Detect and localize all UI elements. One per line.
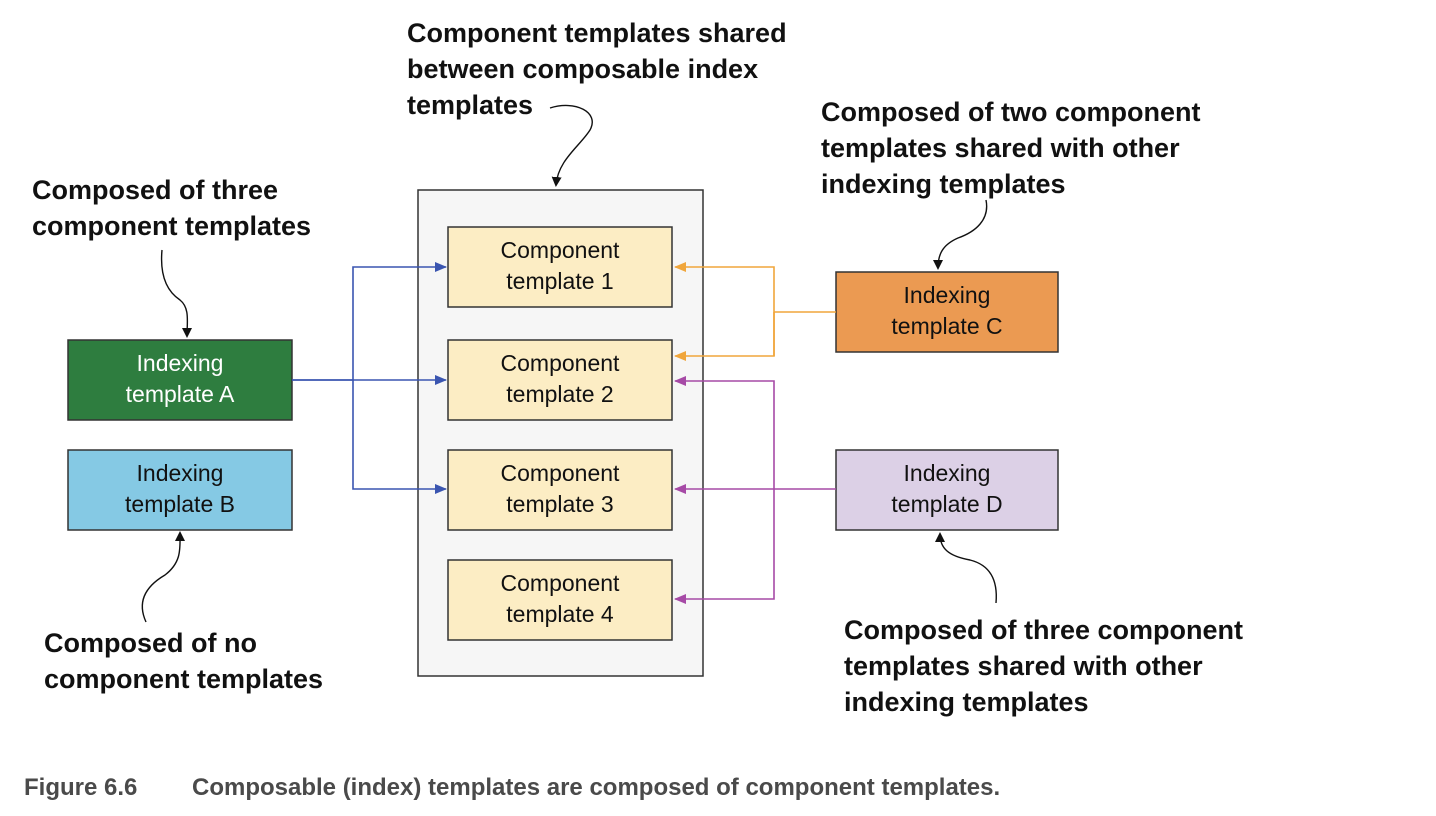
indexing-template-d-line2: template D: [891, 491, 1002, 517]
annotation-d-arrow: [935, 532, 997, 604]
component-template-4-line1: Component: [501, 570, 621, 596]
annotation-shared: Component templates shared between compo…: [407, 18, 787, 187]
annotation-shared-line1: Component templates shared: [407, 18, 787, 48]
component-template-3: Component template 3: [447, 449, 673, 531]
indexing-template-d-box: [835, 449, 1059, 531]
annotation-c-line3: indexing templates: [821, 169, 1066, 199]
annotation-a-line2: component templates: [32, 211, 311, 241]
connector-d-to-ct4: [674, 489, 775, 604]
annotation-template-b: Composed of no component templates: [44, 531, 323, 694]
template-d-connectors: [674, 376, 836, 604]
annotation-a-line1: Composed of three: [32, 175, 278, 205]
annotation-a-arrow: [160, 249, 193, 338]
annotation-template-d: Composed of three component templates sh…: [844, 532, 1243, 717]
annotation-d-line1: Composed of three component: [844, 615, 1243, 645]
indexing-template-c-line1: Indexing: [904, 282, 991, 308]
indexing-template-b-box: [67, 449, 293, 531]
annotation-shared-line2: between composable index: [407, 54, 758, 84]
annotation-c-arrow: [933, 199, 988, 270]
component-template-2: Component template 2: [447, 339, 673, 421]
indexing-template-a-box: [67, 339, 293, 421]
caption-text: Composable (index) templates are compose…: [192, 774, 1000, 801]
figure-caption: Figure 6.6 Composable (index) templates …: [24, 774, 1000, 801]
annotation-c-line1: Composed of two component: [821, 97, 1200, 127]
component-template-4-box: [447, 559, 673, 641]
component-template-3-line2: template 3: [506, 491, 613, 517]
component-template-4: Component template 4: [447, 559, 673, 641]
component-template-1-line2: template 1: [506, 268, 613, 294]
connector-a-to-ct3: [352, 380, 447, 494]
component-template-2-box: [447, 339, 673, 421]
indexing-template-c: Indexing template C: [835, 271, 1059, 353]
connector-c-to-ct2: [674, 312, 775, 361]
component-template-2-line2: template 2: [506, 381, 613, 407]
component-template-4-line2: template 4: [506, 601, 614, 627]
annotation-b-arrow: [141, 531, 186, 623]
annotation-d-line3: indexing templates: [844, 687, 1089, 717]
indexing-template-b-line1: Indexing: [137, 460, 224, 486]
annotation-template-a: Composed of three component templates: [32, 175, 311, 338]
component-template-1-line1: Component: [501, 237, 621, 263]
indexing-template-d: Indexing template D: [835, 449, 1059, 531]
indexing-template-b-line2: template B: [125, 491, 235, 517]
indexing-template-d-line1: Indexing: [904, 460, 991, 486]
annotation-shared-arrow: [549, 104, 593, 187]
annotation-b-line2: component templates: [44, 664, 323, 694]
annotation-c-line2: templates shared with other: [821, 133, 1180, 163]
caption-number: Figure 6.6: [24, 774, 137, 801]
annotation-d-line2: templates shared with other: [844, 651, 1203, 681]
component-template-3-line1: Component: [501, 460, 621, 486]
indexing-template-c-line2: template C: [891, 313, 1002, 339]
annotation-shared-line3: templates: [407, 90, 533, 120]
annotation-b-line1: Composed of no: [44, 628, 257, 658]
component-template-2-line1: Component: [501, 350, 621, 376]
template-a-connectors: [292, 262, 447, 494]
template-c-connectors: [674, 262, 836, 361]
connector-d-to-ct2: [674, 376, 775, 489]
indexing-template-b: Indexing template B: [67, 449, 293, 531]
component-template-3-box: [447, 449, 673, 531]
indexing-template-a-line2: template A: [126, 381, 235, 407]
annotation-template-c: Composed of two component templates shar…: [821, 97, 1200, 270]
component-template-1-box: [447, 226, 673, 308]
indexing-template-a: Indexing template A: [67, 339, 293, 421]
component-template-1: Component template 1: [447, 226, 673, 308]
indexing-template-a-line1: Indexing: [137, 350, 224, 376]
